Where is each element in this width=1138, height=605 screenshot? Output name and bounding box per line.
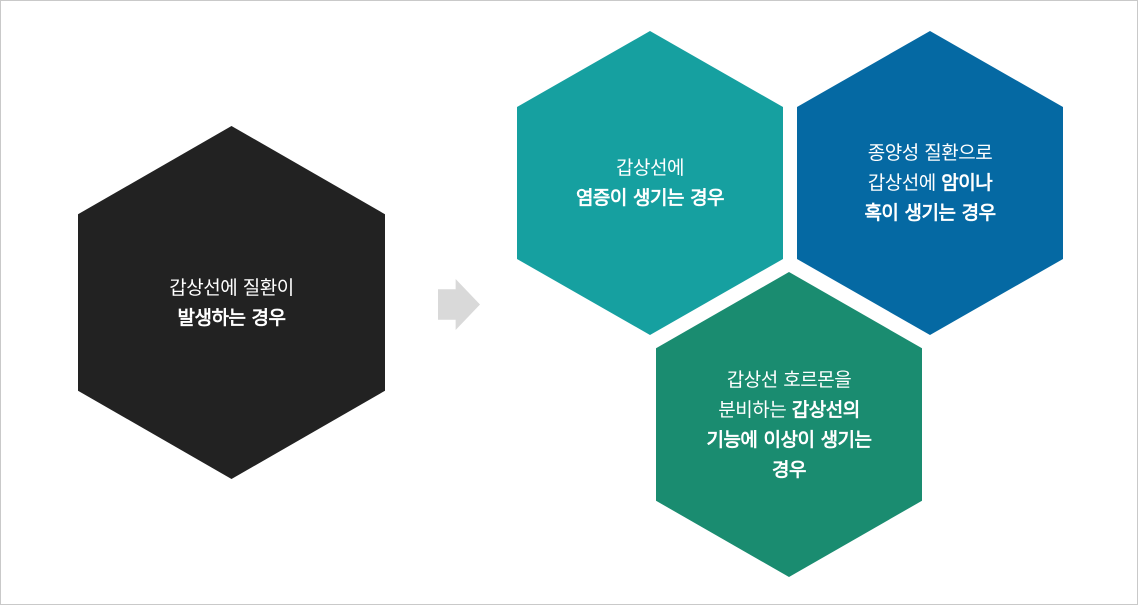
hormone-line2: 분비하는 갑상선의 xyxy=(706,395,871,425)
main-condition-line1: 갑상선에 질환이 xyxy=(169,276,294,299)
main-condition-hexagon: 갑상선에 질환이 발생하는 경우 xyxy=(78,126,385,479)
tumor-line2-bold: 암이나 xyxy=(941,172,993,194)
hormone-line2-bold: 갑상선의 xyxy=(791,398,860,421)
tumor-line3: 혹이 생기는 경우 xyxy=(864,202,996,224)
hormone-line4: 경우 xyxy=(772,458,806,481)
tumor-line2: 갑상선에 암이나 xyxy=(864,168,995,198)
main-condition-line2: 발생하는 경우 xyxy=(177,306,287,329)
hormone-line3: 기능에 이상이 생기는 xyxy=(706,428,872,451)
hormone-line1: 갑상선 호르몬을 xyxy=(726,368,852,391)
tumor-line2-normal: 갑상선에 xyxy=(867,172,942,194)
hormone-line2-normal: 분비하는 xyxy=(718,398,792,421)
inflammation-text: 갑상선에 염증이 생기는 경우 xyxy=(575,153,725,213)
hormone-hexagon: 갑상선 호르몬을 분비하는 갑상선의 기능에 이상이 생기는 경우 xyxy=(656,272,922,577)
hormone-text: 갑상선 호르몬을 분비하는 갑상선의 기능에 이상이 생기는 경우 xyxy=(706,365,872,485)
tumor-line1: 종양성 질환으로 xyxy=(867,142,993,164)
main-condition-text: 갑상선에 질환이 발생하는 경우 xyxy=(169,273,294,333)
arrow-right-icon xyxy=(438,279,480,330)
tumor-hexagon: 종양성 질환으로 갑상선에 암이나 혹이 생기는 경우 xyxy=(797,31,1063,335)
tumor-text: 종양성 질환으로 갑상선에 암이나 혹이 생기는 경우 xyxy=(864,138,996,228)
inflammation-hexagon: 갑상선에 염증이 생기는 경우 xyxy=(517,31,783,335)
inflammation-line2: 염증이 생기는 경우 xyxy=(575,187,725,209)
inflammation-line1: 갑상선에 xyxy=(616,157,684,179)
